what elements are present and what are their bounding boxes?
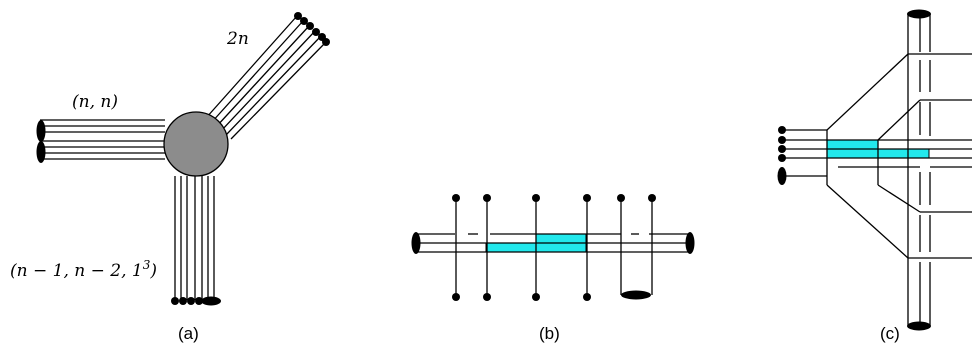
- top-endpoint-dot: [322, 38, 330, 46]
- horizontal-strands: [416, 233, 690, 253]
- left-endpoint-lower: [36, 141, 46, 163]
- highlight-block: [485, 242, 537, 253]
- top-endpoint-dot: [648, 194, 656, 202]
- top-endpoint-dot: [617, 194, 625, 202]
- left-stub-strands: [782, 129, 827, 177]
- bottom-endpoint-oval: [907, 321, 931, 331]
- bottom-endpoint-dot: [187, 297, 195, 305]
- vertical-strands: [455, 198, 653, 297]
- bottom-endpoint-dot: [452, 293, 460, 301]
- bottom-endpoint-dot: [532, 293, 540, 301]
- label-n-n: (n, n): [72, 92, 118, 112]
- caption-a: (a): [178, 324, 199, 343]
- central-vertex-disc: [163, 111, 229, 177]
- label-2n: 2n: [226, 29, 249, 49]
- highlight-block: [877, 148, 930, 159]
- bottom-endpoint-dot: [179, 297, 187, 305]
- top-endpoint-dot: [306, 22, 314, 30]
- bottom-endpoint-dot: [483, 293, 491, 301]
- bottom-endpoint-dot: [583, 293, 591, 301]
- left-endpoint-upper: [36, 120, 46, 142]
- diagonal-strands: [826, 53, 921, 259]
- label-partition: (n − 1, n − 2, 13): [10, 258, 157, 281]
- left-endpoint-oval: [777, 167, 787, 185]
- bottom-strand-bundle: [171, 176, 221, 306]
- panel-a: 2n (n, n) (n − 1, n − 2, 13) (a): [10, 12, 330, 343]
- bottom-endpoint-oval: [201, 296, 221, 306]
- top-endpoint-oval: [907, 9, 931, 19]
- bottom-endpoint-dot: [171, 297, 179, 305]
- bottom-endpoint-dot: [195, 297, 203, 305]
- internal-strands: [827, 139, 972, 168]
- right-exit-strands: [908, 53, 972, 259]
- left-endpoint-dot: [778, 136, 786, 144]
- top-endpoint-dot: [583, 194, 591, 202]
- top-endpoint-dot: [532, 194, 540, 202]
- left-endpoint-oval: [411, 232, 421, 254]
- right-endpoint-oval: [685, 232, 695, 254]
- panel-c: (c): [777, 9, 972, 343]
- caption-c: (c): [880, 324, 900, 343]
- top-endpoint-dot: [294, 12, 302, 20]
- top-endpoint-dot: [312, 28, 320, 36]
- bottom-endpoint-oval: [621, 290, 651, 300]
- left-endpoint-dot: [778, 145, 786, 153]
- panel-b: (b): [411, 194, 695, 343]
- left-endpoint-dot: [778, 126, 786, 134]
- left-strand-bundle: [36, 119, 165, 163]
- top-vertical-strands: [907, 14, 931, 325]
- top-endpoint-dot: [452, 194, 460, 202]
- upper-right-strand-bundle: [205, 12, 330, 140]
- caption-b: (b): [539, 324, 560, 343]
- top-endpoint-dot: [300, 17, 308, 25]
- top-endpoint-dot: [483, 194, 491, 202]
- left-endpoint-dot: [778, 154, 786, 162]
